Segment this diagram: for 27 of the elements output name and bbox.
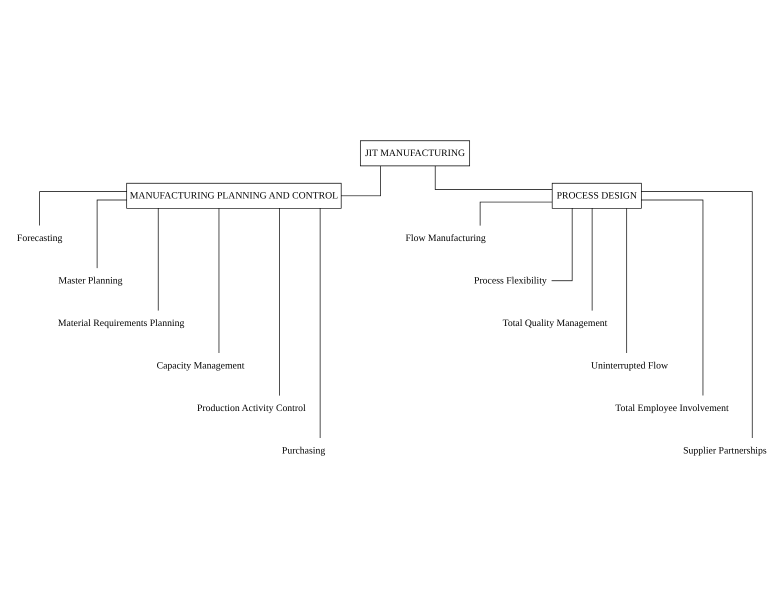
connector [551,207,572,281]
connector [279,208,280,396]
node-box: JIT MANUFACTURING [360,140,470,166]
node-text: Total Employee Involvement [615,402,729,414]
node-text: Forecasting [16,232,62,244]
node-box: MANUFACTURING PLANNING AND CONTROL [126,182,342,208]
node-text: Purchasing [282,444,326,456]
connector [340,165,381,196]
node-text: Material Requirements Planning [58,317,184,328]
node-box: PROCESS DESIGN [552,182,642,208]
node-text: Supplier Partnerships [683,444,767,456]
connector [641,190,753,438]
connector [480,201,552,226]
node-text: Uninterrupted Flow [590,360,668,371]
connector [96,199,127,268]
connector [218,208,220,353]
connector [39,190,127,226]
connector [158,208,159,310]
connector [626,208,628,353]
node-text: Process Flexibility [474,274,547,286]
node-text: Capacity Management [156,360,244,371]
node-text: Production Activity Control [197,402,306,414]
node-text: Flow Manufacturing [405,232,486,244]
connector [641,199,704,396]
node-text: Total Quality Management [502,317,608,328]
connector [434,165,553,190]
node-text: Master Planning [58,274,123,286]
